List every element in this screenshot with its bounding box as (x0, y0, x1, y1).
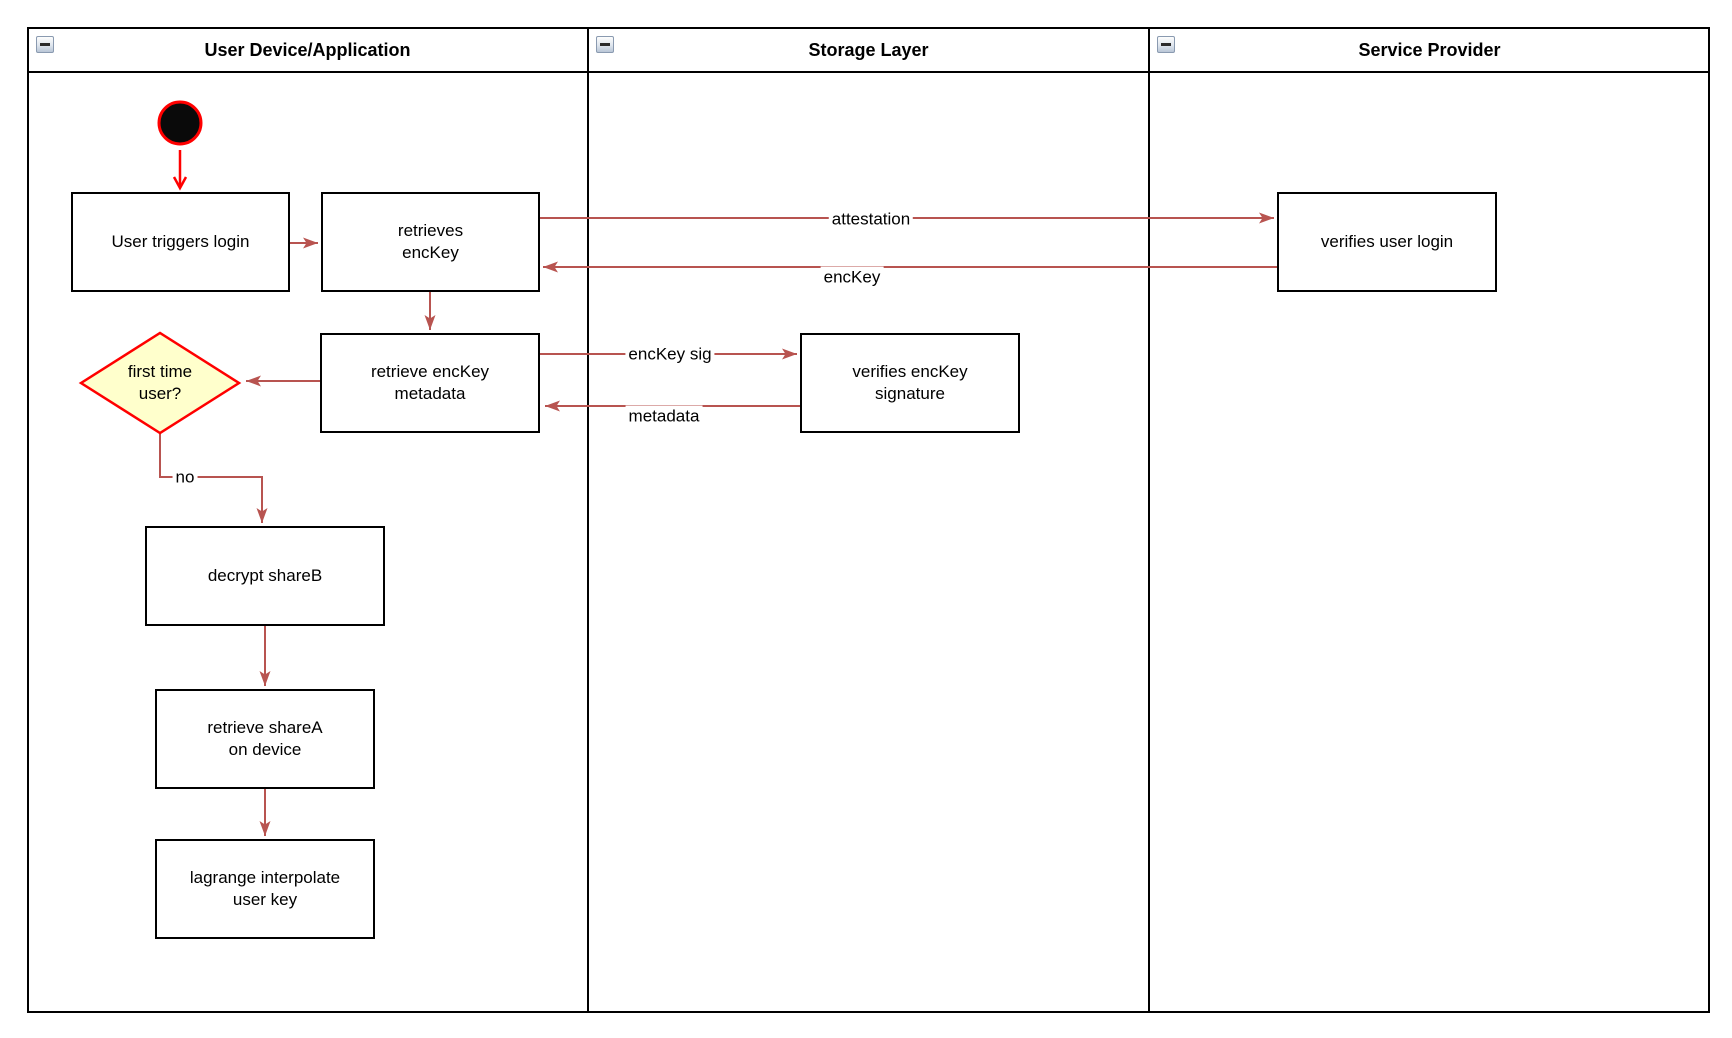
header-separator-line (27, 71, 1710, 73)
minus-glyph (40, 43, 50, 46)
node-verifies-enckey-signature[interactable]: verifies encKey signature (800, 333, 1020, 433)
decision-diamond-label: first time user? (127, 362, 193, 403)
minus-glyph (1161, 43, 1171, 46)
edge-label-attestation: attestation (828, 208, 914, 230)
edge-label-enckey: encKey (820, 266, 884, 288)
edge-label-metadata: metadata (625, 405, 703, 427)
collapse-minus-icon[interactable] (36, 36, 54, 53)
node-retrieves-enckey[interactable]: retrieves encKey (321, 192, 540, 292)
minus-glyph (600, 43, 610, 46)
lane-header-service-provider[interactable]: Service Provider (1358, 39, 1501, 60)
lane-header-storage-layer[interactable]: Storage Layer (808, 39, 929, 60)
collapse-minus-icon[interactable] (596, 36, 614, 53)
collapse-minus-icon[interactable] (1157, 36, 1175, 53)
node-verifies-user-login[interactable]: verifies user login (1277, 192, 1497, 292)
lane-header-user-device[interactable]: User Device/Application (204, 39, 411, 60)
lane-separator-1 (587, 27, 589, 1013)
edge-label-enckey-sig: encKey sig (625, 343, 715, 365)
node-retrieve-sharea[interactable]: retrieve shareA on device (155, 689, 375, 789)
node-retrieve-enckey-metadata[interactable]: retrieve encKey metadata (320, 333, 540, 433)
edge-label-no: no (172, 466, 198, 488)
node-decrypt-shareb[interactable]: decrypt shareB (145, 526, 385, 626)
lane-separator-2 (1148, 27, 1150, 1013)
node-lagrange-interpolate[interactable]: lagrange interpolate user key (155, 839, 375, 939)
node-user-triggers-login[interactable]: User triggers login (71, 192, 290, 292)
diagram-frame (27, 27, 1710, 1013)
